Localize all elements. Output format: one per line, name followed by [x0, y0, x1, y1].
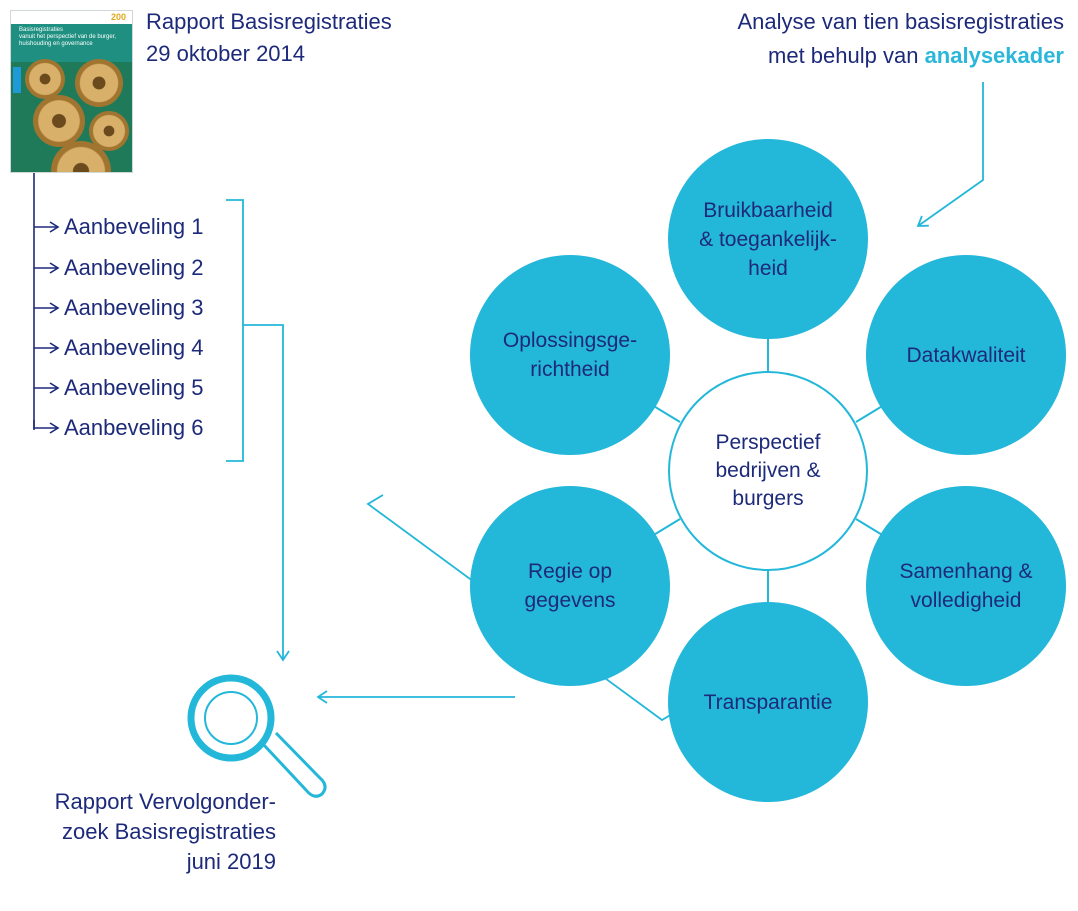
circle-solution-orientation-line-1: Oplossingsge- — [502, 329, 638, 352]
circle-usability-line-3: heid — [748, 256, 788, 280]
cover-logo: 200 — [110, 12, 126, 22]
circle-usability-line-1: Bruikbaarheid — [703, 198, 833, 222]
cover-title: Basisregistraties vanuit het perspectief… — [19, 27, 124, 48]
circle-data-control-line-2: gegevens — [524, 589, 616, 612]
circle-data-control-line-1: Regie op — [527, 560, 613, 583]
circle-transparency-line-1: Transparantie — [703, 690, 833, 714]
recommendation-6: Aanbeveling 6 — [64, 415, 204, 440]
recommendation-3: Aanbeveling 3 — [64, 295, 204, 320]
circle-coherence-line-2: volledigheid — [910, 589, 1022, 612]
report-cover-image: 200 Basisregistraties vanuit het perspec… — [10, 10, 133, 173]
cover-title-text: Basisregistraties — [19, 27, 64, 33]
circle-center-perspective: Perspectief bedrijven & burgers — [668, 371, 868, 571]
circle-coherence-line-1: Samenhang & — [899, 560, 1033, 583]
followup-report-label: Rapport Vervolgonder- zoek Basisregistra… — [55, 787, 276, 877]
recommendation-arrows — [33, 221, 60, 434]
circle-coherence: Samenhang & volledigheid — [866, 486, 1066, 686]
circle-solution-orientation-line-2: richtheid — [530, 358, 610, 381]
center-line-1: Perspectief — [715, 431, 821, 454]
circle-usability: Bruikbaarheid & toegankelijk-heid — [668, 139, 868, 339]
report-title: Rapport Basisregistraties — [146, 9, 392, 34]
bracket-to-search-arrow — [243, 324, 290, 662]
recommendation-1: Aanbeveling 1 — [64, 214, 204, 239]
cover-subtitle-text: vanuit het perspectief van de burger, hu… — [19, 34, 117, 47]
report-date: 29 oktober 2014 — [146, 41, 306, 66]
recommendations-bracket — [226, 199, 244, 462]
analysis-prefix: met behulp van — [768, 43, 925, 68]
circle-data-quality: Datakwaliteit — [866, 255, 1066, 455]
recommendation-2: Aanbeveling 2 — [64, 255, 204, 280]
center-line-2: bedrijven & — [715, 459, 821, 482]
magnifier-icon — [187, 674, 327, 798]
analysis-arrow — [916, 82, 984, 227]
followup-line-3: juni 2019 — [186, 849, 276, 874]
circle-solution-orientation: Oplossingsge-richtheid — [470, 255, 670, 455]
circle-transparency: Transparantie — [668, 602, 868, 802]
recommendation-5: Aanbeveling 5 — [64, 375, 204, 400]
framework-spokes — [651, 338, 885, 605]
recommendation-4: Aanbeveling 4 — [64, 335, 204, 360]
analysis-keyword: analysekader — [924, 43, 1064, 68]
center-line-3: burgers — [732, 487, 804, 510]
analysis-line-1: Analyse van tien basisregistraties — [737, 9, 1065, 34]
analysis-line-2: met behulp van analysekader — [768, 42, 1064, 70]
circle-usability-line-2: & toegankelijk- — [699, 227, 837, 251]
followup-line-2: zoek Basisregistraties — [62, 819, 276, 844]
circle-data-control: Regie op gegevens — [470, 486, 670, 686]
followup-line-1: Rapport Vervolgonder- — [54, 789, 276, 814]
circle-data-quality-line-1: Datakwaliteit — [906, 343, 1026, 367]
